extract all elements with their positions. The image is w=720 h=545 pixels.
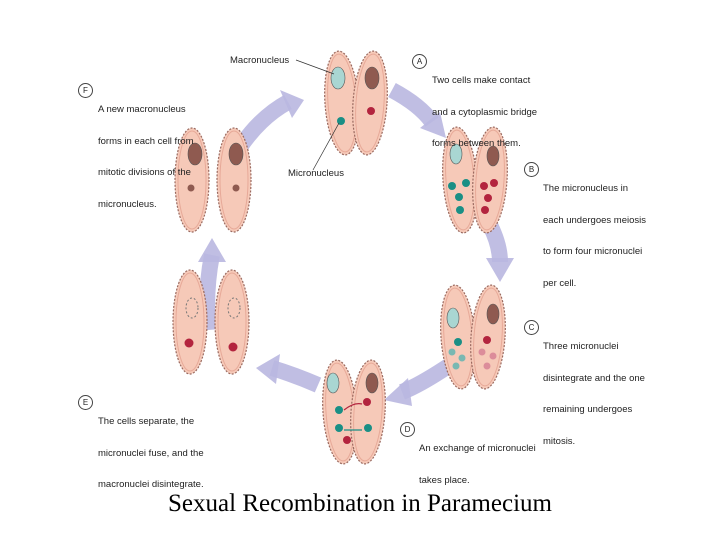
- arrow-d-e: [269, 360, 322, 393]
- micronucleus-e-left-fused: [184, 338, 194, 348]
- micronucleus-c-right-fading-1: [489, 352, 497, 360]
- step-b-line: per cell.: [543, 277, 577, 289]
- micronucleus-f-left: [187, 184, 195, 192]
- cell-e-right-inner: [217, 272, 247, 372]
- step-a-caption: Two cells make contact and a cytoplasmic…: [432, 55, 537, 171]
- step-f-line: micronucleus.: [98, 198, 157, 210]
- micronucleus-c-left-fading-0: [448, 348, 456, 356]
- arrow-a-b-head: [420, 112, 446, 138]
- cell-f-left-inner: [177, 130, 207, 230]
- macronucleus-e-left-faded: [185, 297, 199, 319]
- macronucleus-d-right: [365, 372, 379, 394]
- step-c-line: disintegrate and the one: [543, 372, 645, 384]
- micronucleus-b-left-2: [455, 193, 463, 201]
- macronucleus-c-left: [446, 307, 460, 329]
- micronucleus-label: Micronucleus: [288, 168, 344, 179]
- micronucleus-c-right-fading-0: [478, 348, 486, 356]
- micronucleus-f-right: [232, 184, 240, 192]
- step-e-line: macronuclei disintegrate.: [98, 479, 204, 490]
- step-e-badge: E: [78, 395, 93, 410]
- step-e-line: micronuclei fuse, and the: [98, 447, 204, 459]
- micronucleus-b-right-0: [480, 182, 488, 190]
- step-e-line: The cells separate, the: [98, 416, 195, 427]
- micronucleus-c-right-fading-2: [483, 362, 491, 370]
- macronucleus-b-left: [449, 143, 463, 165]
- cell-c-right-inner: [473, 287, 503, 387]
- cell-e-right: [214, 269, 250, 375]
- micronucleus-d-left-a: [335, 406, 343, 414]
- micronucleus-c-left-fading-1: [458, 354, 466, 362]
- micronucleus-a-right: [367, 107, 375, 115]
- cell-d-right-inner: [353, 362, 383, 462]
- micronucleus-leader: [312, 122, 340, 171]
- step-c-line: remaining undergoes: [543, 404, 633, 415]
- step-d-line: An exchange of micronuclei: [419, 443, 536, 454]
- micronucleus-b-left-3: [456, 206, 464, 214]
- micronucleus-b-left-0: [448, 182, 456, 190]
- macronucleus-d-left: [326, 372, 340, 394]
- macronucleus-e-right-faded: [227, 297, 241, 319]
- step-d-badge: D: [400, 422, 415, 437]
- step-d-line: takes place.: [419, 474, 470, 486]
- step-f-line: mitotic divisions of the: [98, 167, 191, 178]
- step-f-badge: F: [78, 83, 93, 98]
- micronucleus-e-right-fused: [228, 342, 238, 352]
- micronucleus-d-right-a: [363, 398, 371, 406]
- cell-f-right-inner: [219, 130, 249, 230]
- step-c-line: Three micronuclei: [543, 341, 619, 352]
- step-a-line: Two cells make contact: [432, 75, 531, 86]
- step-b-badge: B: [524, 162, 539, 177]
- step-a-badge: A: [412, 54, 427, 69]
- step-b-caption: The micronucleus in each undergoes meios…: [543, 163, 646, 310]
- macronucleus-a-right: [364, 66, 380, 90]
- step-f-line: A new macronucleus: [98, 104, 186, 115]
- cell-a-right-inner: [355, 53, 385, 153]
- micronucleus-c-right-remain: [483, 336, 491, 344]
- slide-title: Sexual Recombination in Paramecium: [168, 490, 552, 517]
- macronucleus-label: Macronucleus: [230, 55, 290, 66]
- exchange-arrow-red: [343, 403, 363, 411]
- cell-e-left-inner: [175, 272, 205, 372]
- step-c-caption: Three micronuclei disintegrate and the o…: [543, 321, 645, 468]
- arrow-a-b: [388, 82, 439, 127]
- step-e-caption: The cells separate, the micronuclei fuse…: [98, 396, 204, 512]
- step-b-line: each undergoes meiosis: [543, 214, 646, 226]
- micronucleus-d-left-c: [343, 436, 351, 444]
- cell-e-left: [172, 269, 208, 375]
- micronucleus-b-right-1: [490, 179, 498, 187]
- micronucleus-b-right-3: [481, 206, 489, 214]
- arrow-c-d-head: [384, 378, 412, 406]
- step-a-line: and a cytoplasmic bridge: [432, 106, 538, 118]
- macronucleus-b-right: [486, 145, 500, 167]
- macronucleus-f-left: [187, 142, 203, 166]
- step-f-caption: A new macronucleus forms in each cell fr…: [98, 84, 194, 231]
- arrow-e-f-head: [198, 238, 226, 262]
- step-c-badge: C: [524, 320, 539, 335]
- macronucleus-leader: [295, 59, 335, 75]
- step-b-line: to form four micronuclei: [543, 246, 643, 257]
- micronucleus-d-left-b: [335, 424, 343, 432]
- step-c-line: mitosis.: [543, 435, 576, 447]
- micronucleus-c-left-remain: [454, 338, 462, 346]
- micronucleus-b-right-2: [484, 194, 492, 202]
- micronucleus-d-right-b: [364, 424, 372, 432]
- step-b-line: The micronucleus in: [543, 183, 629, 194]
- micronucleus-c-left-fading-2: [452, 362, 460, 370]
- micronucleus-b-left-1: [462, 179, 470, 187]
- arrow-f-a-head: [280, 90, 304, 118]
- step-a-line: forms between them.: [432, 138, 521, 149]
- arrow-d-e-head: [256, 354, 280, 384]
- arrow-e-f: [199, 253, 220, 331]
- macronucleus-a-left: [330, 66, 346, 90]
- arrow-b-c-head: [486, 258, 514, 282]
- step-d-caption: An exchange of micronuclei takes place.: [419, 423, 536, 507]
- macronucleus-f-right: [228, 142, 244, 166]
- cell-b-right-inner: [475, 129, 505, 231]
- macronucleus-c-right: [486, 303, 500, 325]
- step-f-line: forms in each cell from: [98, 135, 194, 147]
